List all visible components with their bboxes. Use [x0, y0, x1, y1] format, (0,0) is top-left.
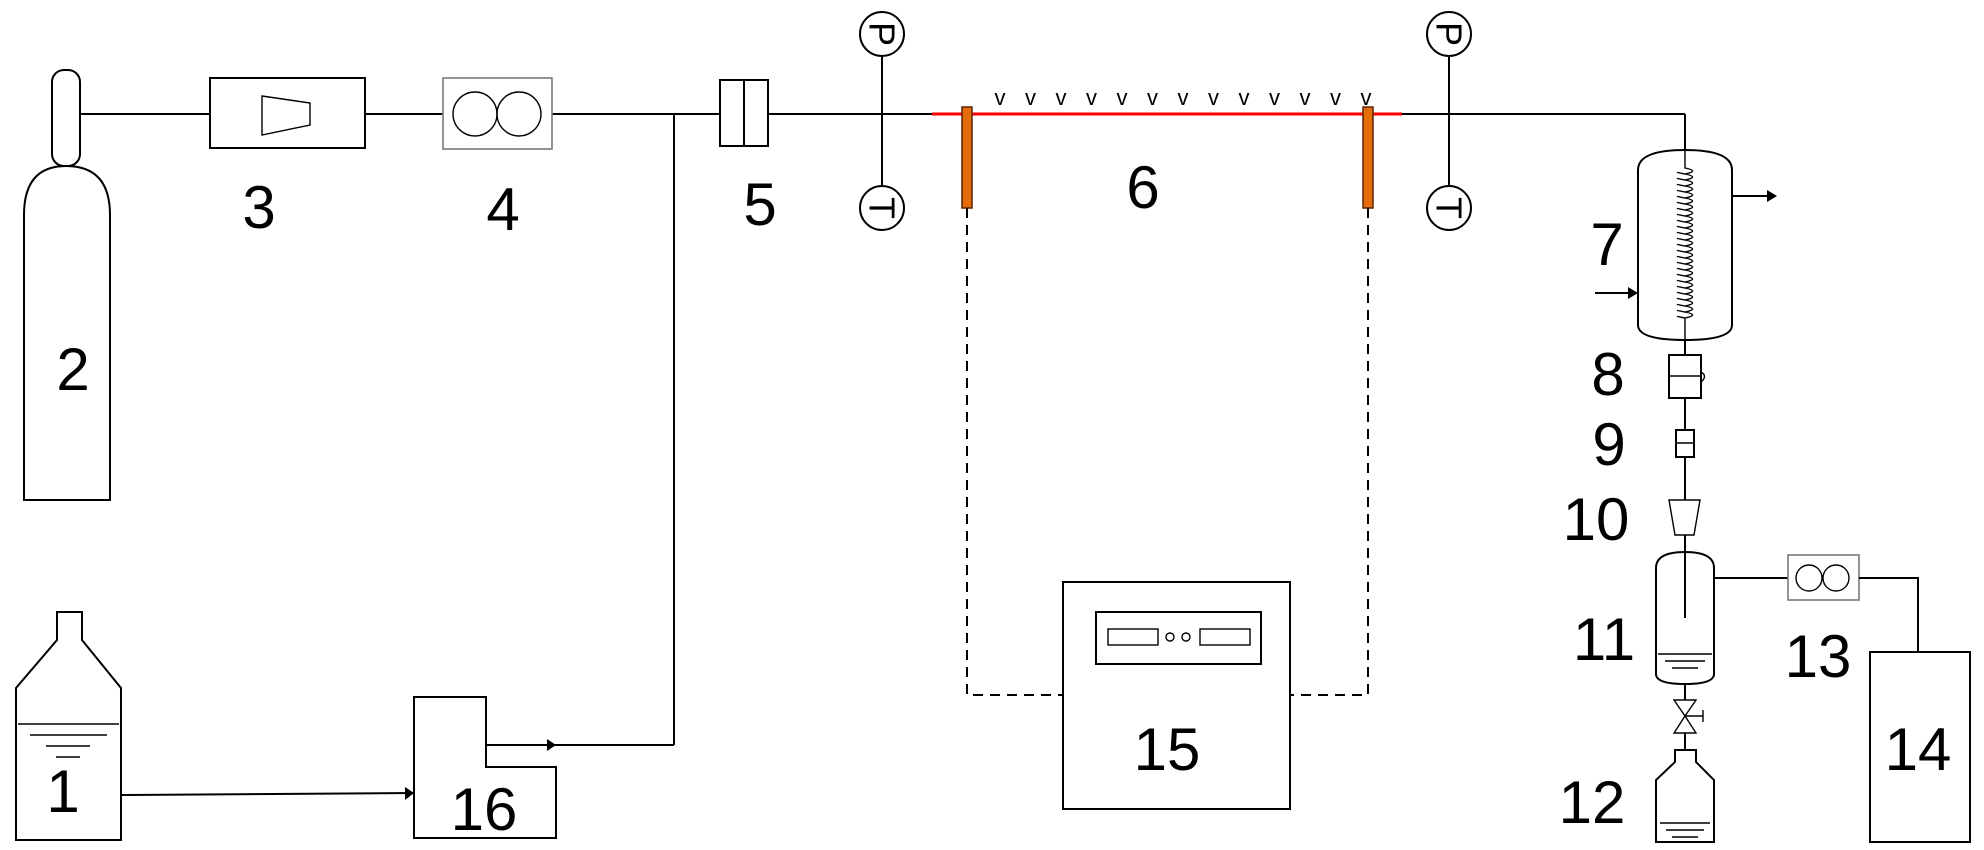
arrow-to-pump [405, 787, 414, 800]
label-16: 16 [451, 776, 518, 843]
label-14: 14 [1885, 716, 1952, 783]
electrode-right [1362, 106, 1374, 209]
power-wiring [966, 208, 1369, 696]
pressure-gauge-inlet: P [859, 11, 905, 114]
gas-analyzer [1869, 651, 1971, 843]
label-3: 3 [242, 174, 275, 241]
drain-valve [1672, 699, 1704, 750]
spray-mark: v [1117, 85, 1128, 110]
svg-text:T: T [1429, 197, 1470, 219]
spray-mark: v [1086, 85, 1097, 110]
liquid-pump [413, 696, 557, 839]
label-12: 12 [1559, 769, 1626, 836]
spray-mark: v [1178, 85, 1189, 110]
spray-mark: v [1361, 85, 1372, 110]
flow-meter [209, 77, 366, 149]
svg-text:T: T [862, 197, 903, 219]
label-2: 2 [56, 336, 89, 403]
liquid-collector [1655, 749, 1715, 843]
reducer [1668, 499, 1701, 552]
gas-liquid-separator [1655, 550, 1788, 700]
spray-mark: v [1056, 85, 1067, 110]
label-6: 6 [1126, 154, 1159, 221]
mixer [719, 79, 769, 147]
temperature-gauge-inlet: T [859, 114, 905, 231]
piping [80, 113, 1686, 796]
spray-mark: v [1025, 85, 1036, 110]
spray-mark: v [1239, 85, 1250, 110]
arrow-pump-outlet [547, 739, 556, 751]
label-11: 11 [1573, 606, 1635, 673]
electrode-left [961, 106, 973, 209]
label-15: 15 [1134, 716, 1201, 783]
spray-mark: v [995, 85, 1006, 110]
label-7: 7 [1590, 211, 1623, 278]
spray-mark: v [1269, 85, 1280, 110]
svg-text:P: P [862, 22, 903, 46]
gas-cylinder [23, 69, 111, 501]
inline-filter [1675, 429, 1695, 500]
power-supply [1062, 581, 1291, 810]
label-1: 1 [46, 758, 79, 825]
spray-mark: v [1330, 85, 1341, 110]
sampling-pump [1787, 554, 1919, 652]
pressure-gauge-outlet: P [1426, 11, 1472, 114]
gas-pump [442, 77, 553, 150]
label-9: 9 [1592, 411, 1625, 478]
temperature-gauge-outlet: T [1426, 114, 1472, 231]
label-13: 13 [1785, 623, 1852, 690]
spray-mark: v [1147, 85, 1158, 110]
spray-mark: v [1208, 85, 1219, 110]
svg-text:P: P [1429, 22, 1470, 46]
condenser [1595, 148, 1777, 355]
feed-bottle [15, 611, 122, 841]
label-8: 8 [1591, 341, 1624, 408]
label-4: 4 [486, 176, 519, 243]
label-10: 10 [1563, 486, 1630, 553]
label-5: 5 [743, 171, 776, 238]
spray-mark: v [1300, 85, 1311, 110]
back-pressure-valve [1668, 354, 1706, 430]
